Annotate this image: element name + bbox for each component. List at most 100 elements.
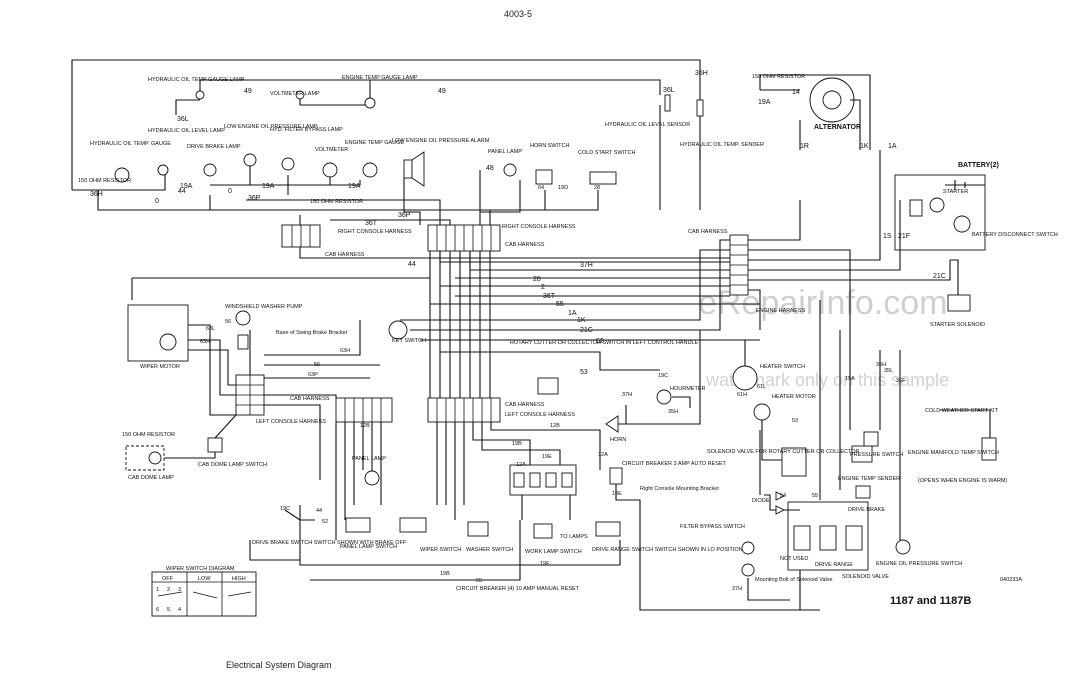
wire-36H-a: 36H (695, 70, 708, 77)
wire-35L: 35L (884, 368, 893, 374)
wire-1S: 1S (883, 233, 892, 240)
label-engine-temp-gauge: ENGINE TEMP GAUGE (345, 140, 404, 146)
label-battery-disconnect: BATTERY DISCONNECT SWITCH (972, 232, 1058, 238)
center-controls (388, 320, 873, 477)
label-heater-motor: HEATER MOTOR (772, 394, 816, 400)
cab-dome-section (125, 414, 237, 471)
diagram-caption: Electrical System Diagram (226, 660, 332, 670)
wire-14: 14 (792, 89, 800, 96)
wire-1K-alt: 1K (860, 143, 869, 150)
wire-35H: 35H (668, 409, 678, 415)
wire-35H-r: 35H (876, 362, 886, 368)
wire-56-mid: 56 (314, 362, 320, 368)
wire-48: 48 (486, 165, 494, 172)
wire-19E-b: 19E (612, 491, 622, 497)
label-starter: STARTER (943, 189, 968, 195)
wire-52-left: 52 (322, 519, 328, 525)
wire-19E-a: 19E (542, 454, 552, 460)
label-panel-lamp-top: PANEL LAMP (488, 149, 522, 155)
wire-37H-horn: 37H (622, 392, 632, 398)
label-cab-dome-lamp: CAB DOME LAMP (128, 475, 174, 481)
wire-19C-hm: 19C (658, 373, 668, 379)
wire-21C-alt: 21C (933, 273, 946, 280)
label-right-console-harness-1: RIGHT CONSOLE HARNESS (338, 229, 412, 235)
label-wiper-low: LOW (198, 576, 211, 582)
wire-19E-bottom: 19E (540, 561, 550, 567)
label-to-lamps: TO LAMPS (560, 534, 588, 540)
label-battery: BATTERY(2) (958, 162, 999, 169)
wire-19A-c: 19A (348, 183, 361, 190)
wire-19A-r: 19A (845, 376, 855, 382)
wiper-terminal-5: 5 (167, 607, 170, 613)
wire-63H-mid: 63H (340, 348, 350, 354)
top-bus-wires (71, 59, 701, 225)
label-work-lamp-switch: WORK LAMP SWITCH (525, 549, 582, 555)
wire-19D: 19D (558, 185, 568, 191)
label-wiper-switch-diagram: WIPER SWITCH DIAGRAM (166, 566, 235, 572)
label-engine-temp-gauge-lamp: ENGINE TEMP GAUGE LAMP (342, 75, 418, 81)
label-hyd-oil-temp-gauge: HYDRAULIC OIL TEMP. GAUGE (90, 141, 171, 147)
wire-12B-b: 12B (550, 423, 560, 429)
wire-19B-a: 19B (512, 441, 522, 447)
label-engine-manifold-temp-switch: ENGINE MANIFOLD TEMP SWITCH (908, 450, 999, 456)
label-drive-brake: DRIVE BRAKE (848, 507, 885, 513)
wire-36P-b: 36P (398, 212, 411, 219)
instrument-cluster (114, 90, 704, 187)
wire-49-a: 49 (244, 88, 252, 95)
wiper-terminal-4: 4 (178, 607, 181, 613)
wire-19A-top: 19A (758, 99, 771, 106)
label-voltmeter: VOLTMETER (315, 147, 348, 153)
wire-0-b: 0 (228, 188, 232, 195)
wire-64: 64 (538, 185, 544, 191)
figure-id: 040233A (1000, 577, 1022, 583)
connector-blocks (235, 224, 749, 423)
wire-55: 55 (556, 301, 564, 308)
wire-61H: 61H (737, 392, 747, 398)
label-hyd-oil-temp-gauge-lamp: HYDRAULIC OIL TEMP GAUGE LAMP (148, 77, 245, 83)
label-panel-lamp-bottom: PANEL LAMP (352, 456, 386, 462)
label-drive-range: DRIVE RANGE (815, 562, 853, 568)
wire-53: 53 (580, 369, 588, 376)
wiper-terminal-6: 6 (156, 607, 159, 613)
wire-52: 52 (596, 338, 604, 345)
harness-bus (299, 150, 951, 430)
label-circuit-breaker-4: CIRCUIT BREAKER (4) 10 AMP MANUAL RESET (456, 586, 580, 592)
label-horn: HORN (610, 437, 626, 443)
label-filter-bypass-switch: FILTER BYPASS SWITCH (680, 524, 745, 530)
label-engine-temp-sender: ENGINE TEMP SENDER (838, 476, 900, 482)
wire-44-bus: 44 (408, 261, 416, 268)
wire-36L-a: 36L (177, 116, 189, 123)
wiper-section (127, 277, 430, 480)
label-right-console-harness-2: RIGHT CONSOLE HARNESS (502, 224, 576, 230)
wire-21F: 21F (898, 233, 910, 240)
wire-19B-bottom: 19B (440, 571, 450, 577)
wire-36P-a: 36P (248, 195, 261, 202)
watermark-note: watermark only on this sample (705, 370, 949, 390)
label-rotary-cutter: ROTARY CUTTER OR COLLECTOR SWITCH IN LEF… (510, 340, 698, 346)
wiper-terminal-3: 3 (178, 587, 181, 593)
wire-55-bottom: 55 (476, 578, 482, 584)
label-voltmeter-lamp: VOLTMETER LAMP (270, 91, 320, 97)
label-150-ohm-top: 150 OHM RESISTOR (752, 74, 805, 80)
wire-28: 28 (533, 276, 541, 283)
label-pressure-switch: PRESSURE SWITCH (850, 452, 904, 458)
wire-2: 2 (541, 284, 545, 291)
wire-0-a: 0 (155, 198, 159, 205)
wire-28-top: 28 (594, 185, 600, 191)
wire-1A-alt: 1A (888, 143, 897, 150)
wire-19C-left: 19C (280, 506, 290, 512)
label-left-console-harness-2: LEFT CONSOLE HARNESS (505, 412, 575, 418)
wire-44: 44 (178, 188, 186, 195)
page-number: 4003-5 (504, 9, 532, 19)
wire-19A-b: 19A (262, 183, 275, 190)
label-alternator: ALTERNATOR (814, 124, 861, 131)
right-lower-section (741, 300, 997, 610)
wire-37H: 37H (580, 262, 593, 269)
label-horn-switch: HORN SWITCH (530, 143, 569, 149)
label-hyd-filter-bypass-lamp: HYD. FILTER BYPASS LAMP (270, 127, 343, 133)
wire-36H-b: 36H (90, 191, 103, 198)
wire-1K-bus: 1K (577, 317, 586, 324)
wire-36T-bus: 36T (543, 293, 556, 300)
